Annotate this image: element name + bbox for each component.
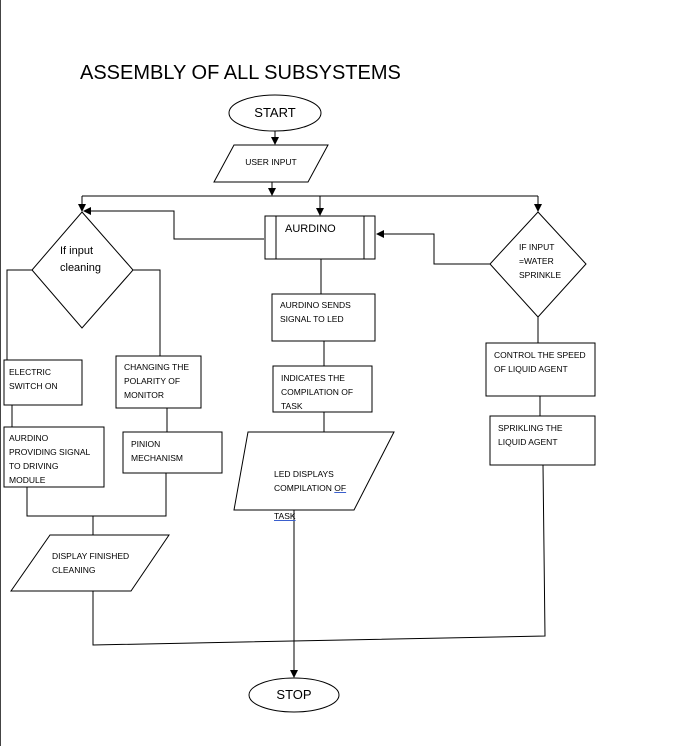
changing-polarity-label: CHANGING THE POLARITY OF MONITOR (124, 362, 190, 400)
aurdino-providing-label: AURDINO PROVIDING SIGNAL TO DRIVING MODU… (9, 433, 91, 484)
indicates-label: INDICATES THE COMPILATION OF TASK (281, 373, 354, 411)
aurdino-providing-box (3, 426, 105, 488)
stop-label: STOP (276, 687, 312, 702)
diagram-title: ASSEMBLY OF ALL SUBSYSTEMS (80, 62, 401, 84)
connectors (6, 131, 546, 678)
start-label: START (254, 105, 296, 120)
electric-switch-label: ELECTRIC SWITCH ON (9, 367, 58, 391)
pinion-label: PINION MECHANISM (131, 439, 183, 463)
aurdino-process-box (264, 215, 376, 260)
control-speed-box (485, 342, 596, 397)
aurdino-sends-box (271, 293, 376, 342)
aurdino-label: AURDINO (285, 223, 336, 235)
sprinkling-box (489, 415, 596, 466)
electric-switch-box (3, 359, 83, 406)
if-cleaning-label: If input cleaning (60, 245, 101, 274)
indicates-box (272, 365, 373, 413)
led-displays-text-3: TASK (274, 511, 296, 521)
display-finished-parallelogram (10, 534, 170, 592)
if-cleaning-decision (31, 211, 134, 329)
led-displays-text-1: LED DISPLAYS COMPILATION (274, 469, 334, 493)
led-displays-label: LED DISPLAYS COMPILATION OF TASK (274, 453, 374, 523)
control-speed-label: CONTROL THE SPEED OF LIQUID AGENT (494, 350, 586, 374)
aurdino-sends-label: AURDINO SENDS SIGNAL TO LED (280, 300, 351, 324)
changing-polarity-box (115, 355, 202, 409)
stop-terminator (248, 677, 340, 713)
user-input-label: USER INPUT (245, 157, 297, 167)
sprinkling-label: SPRIKLING THE LIQUID AGENT (498, 423, 563, 447)
pinion-box (122, 431, 223, 474)
led-displays-parallelogram (233, 431, 395, 511)
if-water-label: IF INPUT =WATER SPRINKLE (519, 242, 562, 280)
led-displays-text-2: OF (334, 483, 347, 493)
user-input-parallelogram (213, 144, 329, 183)
page-left-edge (0, 0, 1, 746)
display-finished-label: DISPLAY FINISHED CLEANING (52, 551, 130, 575)
